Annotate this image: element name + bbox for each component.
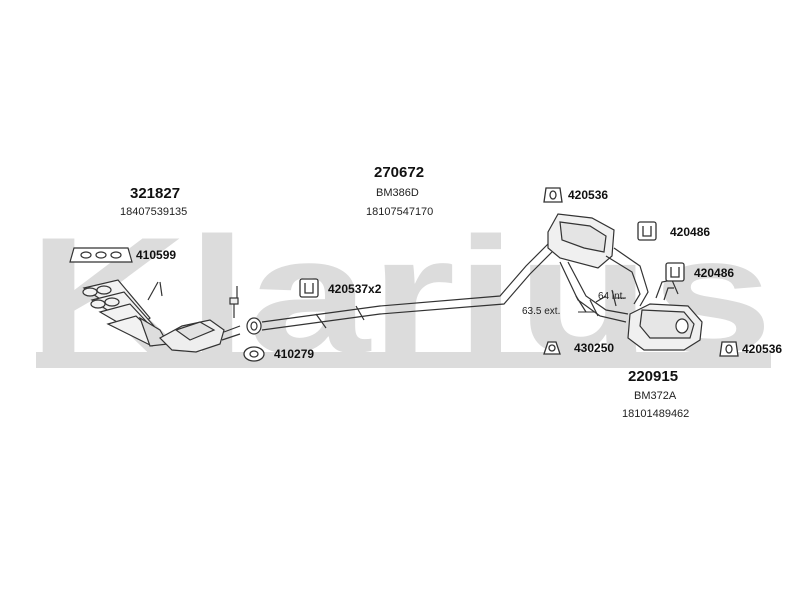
- oe-code-270672: 18107547170: [366, 206, 434, 218]
- clamp-icon: [543, 341, 561, 355]
- fitting-label-430250: 430250: [574, 341, 615, 355]
- centre-silencer: [547, 213, 615, 269]
- model-code-220915: BM372A: [634, 390, 677, 402]
- fitting-label-420486: 420486: [670, 225, 711, 239]
- dimension-leaders: [578, 297, 626, 313]
- model-code-270672: BM386D: [376, 187, 419, 199]
- fitting-label-420536: 420536: [568, 188, 609, 202]
- part-number-321827: 321827: [130, 185, 181, 202]
- watermark: Klarius: [28, 203, 773, 387]
- pipe-note-ext: 63.5 ext.: [522, 306, 561, 317]
- part-number-220915: 220915: [628, 368, 679, 385]
- fitting-label-420537x2: 420537x2: [328, 282, 382, 296]
- gasket-icon: [69, 247, 133, 263]
- rear-silencer: [627, 279, 703, 351]
- fitting-label-420486: 420486: [694, 266, 735, 280]
- fitting-label-420536: 420536: [742, 342, 783, 356]
- pipe-note-int: 64 int.: [598, 291, 626, 302]
- rubber-mount-icon: [543, 187, 563, 203]
- rubber-mount-icon: [719, 341, 739, 357]
- fitting-label-410599: 410599: [136, 248, 177, 262]
- watermark-underline: [36, 352, 771, 368]
- part-number-270672: 270672: [374, 164, 425, 181]
- flange-ring: [246, 317, 262, 335]
- bracket-icon: [665, 262, 685, 282]
- intermediate-pipe: [261, 243, 553, 331]
- exhaust-manifold: [82, 279, 169, 347]
- ring-gasket-icon: [243, 346, 265, 362]
- oe-code-220915: 18101489462: [622, 408, 690, 420]
- rear-pipes: [559, 247, 649, 323]
- fitting-label-410279: 410279: [274, 347, 315, 361]
- bracket-icon: [299, 278, 319, 298]
- catalytic-converter: [159, 286, 241, 353]
- bracket-icon: [637, 221, 657, 241]
- oe-code-321827: 18407539135: [120, 206, 188, 218]
